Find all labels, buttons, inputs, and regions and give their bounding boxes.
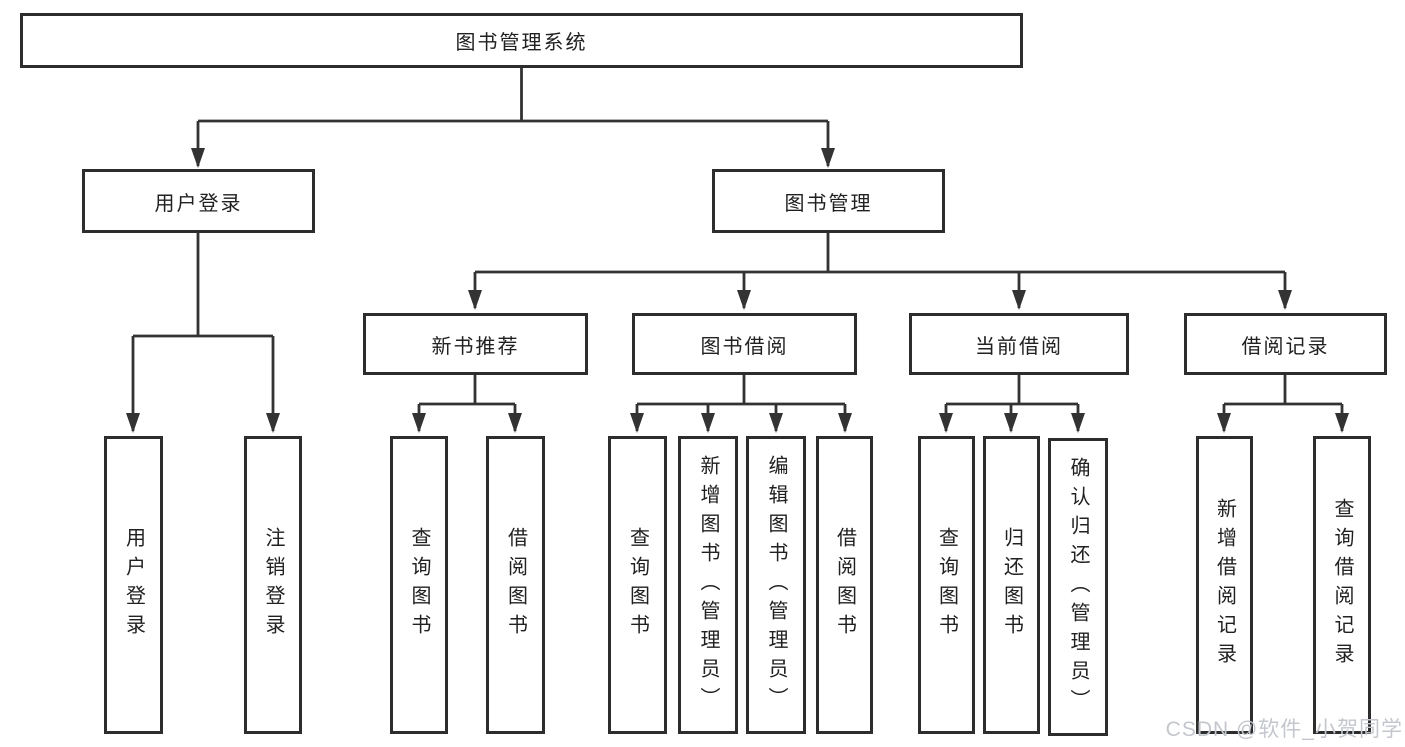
node-book-borrow: 图书借阅 — [632, 313, 857, 375]
leaf-confirm-return-admin: 确认归还（管理员） — [1048, 438, 1108, 736]
leaf-user-login: 用户登录 — [104, 436, 163, 734]
leaf-query-book-1: 查询图书 — [390, 436, 448, 734]
watermark: CSDN @软件_小贺同学 — [1165, 718, 1403, 741]
node-label: 确认归还（管理员） — [1067, 456, 1089, 718]
connector-book-borrow-children — [630, 375, 852, 433]
node-label: 当前借阅 — [975, 335, 1063, 358]
node-label: 用户登录 — [122, 527, 145, 643]
node-label: 借阅图书 — [833, 527, 856, 643]
node-user-login: 用户登录 — [82, 169, 315, 233]
node-label: 编辑图书（管理员） — [765, 454, 787, 716]
node-book-management: 图书管理 — [712, 169, 945, 233]
node-label: 借阅记录 — [1241, 335, 1330, 358]
node-label: 用户登录 — [154, 192, 243, 215]
leaf-borrow-book-1: 借阅图书 — [486, 436, 545, 734]
leaf-add-book-admin: 新增图书（管理员） — [678, 436, 738, 734]
node-label: 查询借阅记录 — [1331, 498, 1353, 672]
node-label: 新书推荐 — [431, 335, 520, 358]
node-label: 图书借阅 — [700, 335, 789, 358]
node-label: 图书管理 — [784, 192, 873, 215]
node-current-borrow: 当前借阅 — [909, 313, 1129, 375]
node-label: 查询图书 — [935, 527, 958, 643]
leaf-borrow-book-2: 借阅图书 — [816, 436, 873, 734]
leaf-logout: 注销登录 — [244, 436, 302, 734]
node-borrow-record: 借阅记录 — [1184, 313, 1387, 375]
node-label: 图书管理系统 — [455, 32, 588, 54]
leaf-edit-book-admin: 编辑图书（管理员） — [746, 436, 806, 734]
node-label: 借阅图书 — [504, 527, 527, 643]
connector-borrow-record-children — [1217, 375, 1349, 433]
node-label: 归还图书 — [1000, 527, 1023, 643]
connector-book-mgmt-children — [468, 233, 1292, 310]
leaf-add-borrow-record: 新增借阅记录 — [1196, 436, 1253, 734]
node-label: 注销登录 — [262, 527, 284, 643]
leaf-query-borrow-record: 查询借阅记录 — [1313, 436, 1371, 734]
leaf-query-book-2: 查询图书 — [608, 436, 667, 734]
node-label: 查询图书 — [626, 527, 649, 643]
leaf-return-book: 归还图书 — [983, 436, 1040, 734]
connector-new-book-children — [412, 375, 522, 433]
node-label: 查询图书 — [408, 527, 430, 643]
leaf-query-book-3: 查询图书 — [918, 436, 975, 734]
node-label: 新增图书（管理员） — [697, 454, 719, 716]
node-label: 新增借阅记录 — [1213, 498, 1236, 672]
node-library-management-system: 图书管理系统 — [20, 13, 1023, 68]
connector-user-login-children — [126, 233, 280, 433]
node-new-book-recommend: 新书推荐 — [363, 313, 588, 375]
connector-root-to-level2 — [191, 68, 835, 168]
connector-current-borrow-children — [939, 375, 1085, 433]
